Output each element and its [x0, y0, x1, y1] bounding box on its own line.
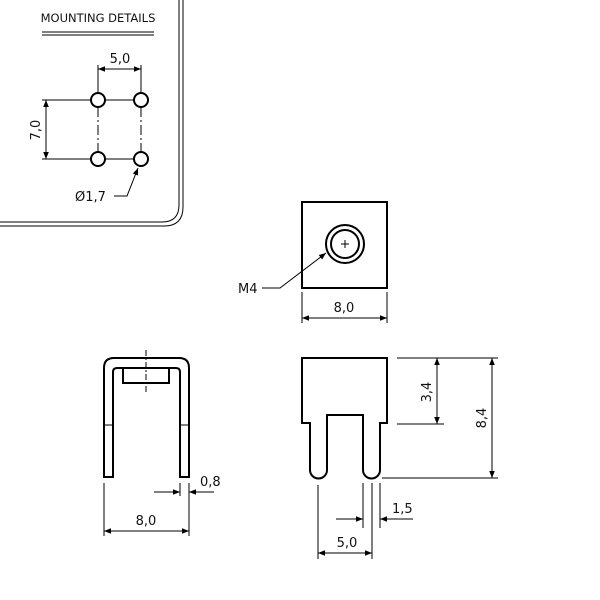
- side-view: 8,0 0,8: [103, 350, 221, 536]
- panel-border-inner: [0, 0, 180, 223]
- dimension-3-4: 3,4: [397, 357, 444, 425]
- hole-diameter-leader: Ø1,7: [75, 167, 139, 205]
- dimension-7-0: 7,0: [29, 99, 90, 160]
- dim-label: 8,4: [475, 408, 490, 429]
- center-cross-icon: [341, 240, 349, 248]
- terminal-side-outline: [103, 357, 190, 478]
- hole: [90, 151, 106, 167]
- dim-label: 3,4: [420, 382, 435, 403]
- mounting-details-panel: MOUNTING DETAILS 5,0 7,0 Ø1,7: [0, 0, 184, 227]
- top-view: M4 8,0: [238, 201, 388, 323]
- mounting-holes: [90, 92, 149, 167]
- thread-label: M4: [238, 282, 258, 297]
- terminal-front-outline: [301, 357, 388, 480]
- panel-border-outer: [0, 0, 184, 227]
- terminal-top-outline: [301, 201, 388, 289]
- screw-outer-ring: [325, 224, 365, 264]
- hole: [133, 151, 149, 167]
- dim-label: 5,0: [337, 536, 358, 551]
- dimension-8-4: 8,4: [382, 357, 498, 479]
- dim-label: 7,0: [29, 120, 44, 141]
- hole: [133, 92, 149, 108]
- screw-inner-ring: [330, 229, 360, 259]
- dim-label: 1,5: [392, 502, 413, 517]
- dim-label: 0,8: [200, 475, 221, 490]
- dimension-5-0: 5,0: [97, 52, 142, 92]
- hole: [90, 92, 106, 108]
- dimension-1-5: 1,5: [336, 483, 413, 528]
- dim-label: 8,0: [334, 301, 355, 316]
- dim-label: 8,0: [136, 514, 157, 529]
- dim-label: 5,0: [110, 52, 131, 67]
- front-view: 3,4 8,4 1,5 5,0: [301, 357, 498, 559]
- dimension-5-0-pitch: 5,0: [317, 483, 373, 559]
- dim-label: Ø1,7: [75, 190, 106, 205]
- mounting-details-title: MOUNTING DETAILS: [41, 11, 156, 25]
